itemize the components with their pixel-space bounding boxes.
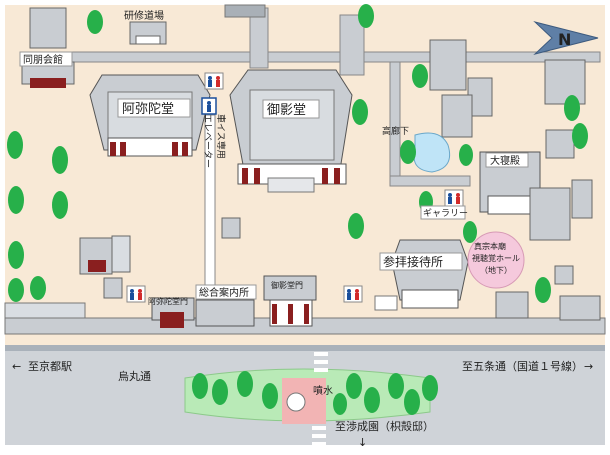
dobokaikan-label: 同朋会館: [23, 53, 63, 66]
toilet-icon: [444, 189, 464, 207]
kyoto-station-label: 至京都駅: [28, 359, 72, 373]
goeidomon-label: 御影堂門: [271, 280, 303, 290]
north-label: N: [558, 30, 571, 49]
elevator-label: エレベーター: [202, 114, 213, 168]
arrow-left-icon: ←: [12, 360, 21, 373]
goeido-label: 御影堂: [267, 103, 306, 118]
arrow-right-icon: →: [584, 360, 593, 373]
wheelchair-label: 車イス専用: [215, 114, 227, 159]
av-hall: [467, 231, 525, 289]
gallery-label: ギャラリー: [423, 208, 468, 219]
sogo-label: 総合案内所: [199, 286, 249, 299]
koroka-corridor: [389, 61, 401, 183]
sogo-building: [195, 299, 255, 327]
toilet-icon: [204, 72, 224, 90]
shoseien-label: 至渉成園（枳殻邸）: [335, 419, 434, 433]
amidadomon-label: 阿弥陀堂門: [148, 296, 188, 306]
kenshu-dojo-label: 研修道場: [124, 9, 164, 22]
toilet-icon: [343, 285, 363, 303]
elevator-icon: [201, 97, 217, 115]
koroka-label: 高廊下: [382, 125, 409, 137]
north-arrow-icon: [533, 21, 599, 55]
fountain-label: 噴水: [313, 385, 333, 397]
pond: [413, 132, 451, 173]
goeidomon-gate: [263, 275, 317, 301]
hall-label-1: 真宗本廟: [474, 241, 506, 251]
crosswalk-north: [314, 352, 328, 372]
top-corridor: [39, 51, 601, 63]
sanpai-label: 参拝接待所: [383, 254, 443, 269]
karasuma-label: 烏丸通: [118, 369, 151, 383]
fountain-icon: [286, 392, 306, 412]
amidado-label: 阿弥陀堂: [122, 101, 174, 117]
daishinden-label: 大寝殿: [490, 154, 520, 167]
toilet-icon: [126, 285, 146, 303]
crosswalk-south: [312, 426, 326, 445]
gojo-label: 至五条通（国道１号線）: [462, 359, 583, 373]
arrow-down-icon: ↓: [358, 436, 367, 449]
hall-label-2: 視聴覚ホール: [472, 253, 520, 263]
hall-label-3: （地下）: [480, 265, 512, 275]
